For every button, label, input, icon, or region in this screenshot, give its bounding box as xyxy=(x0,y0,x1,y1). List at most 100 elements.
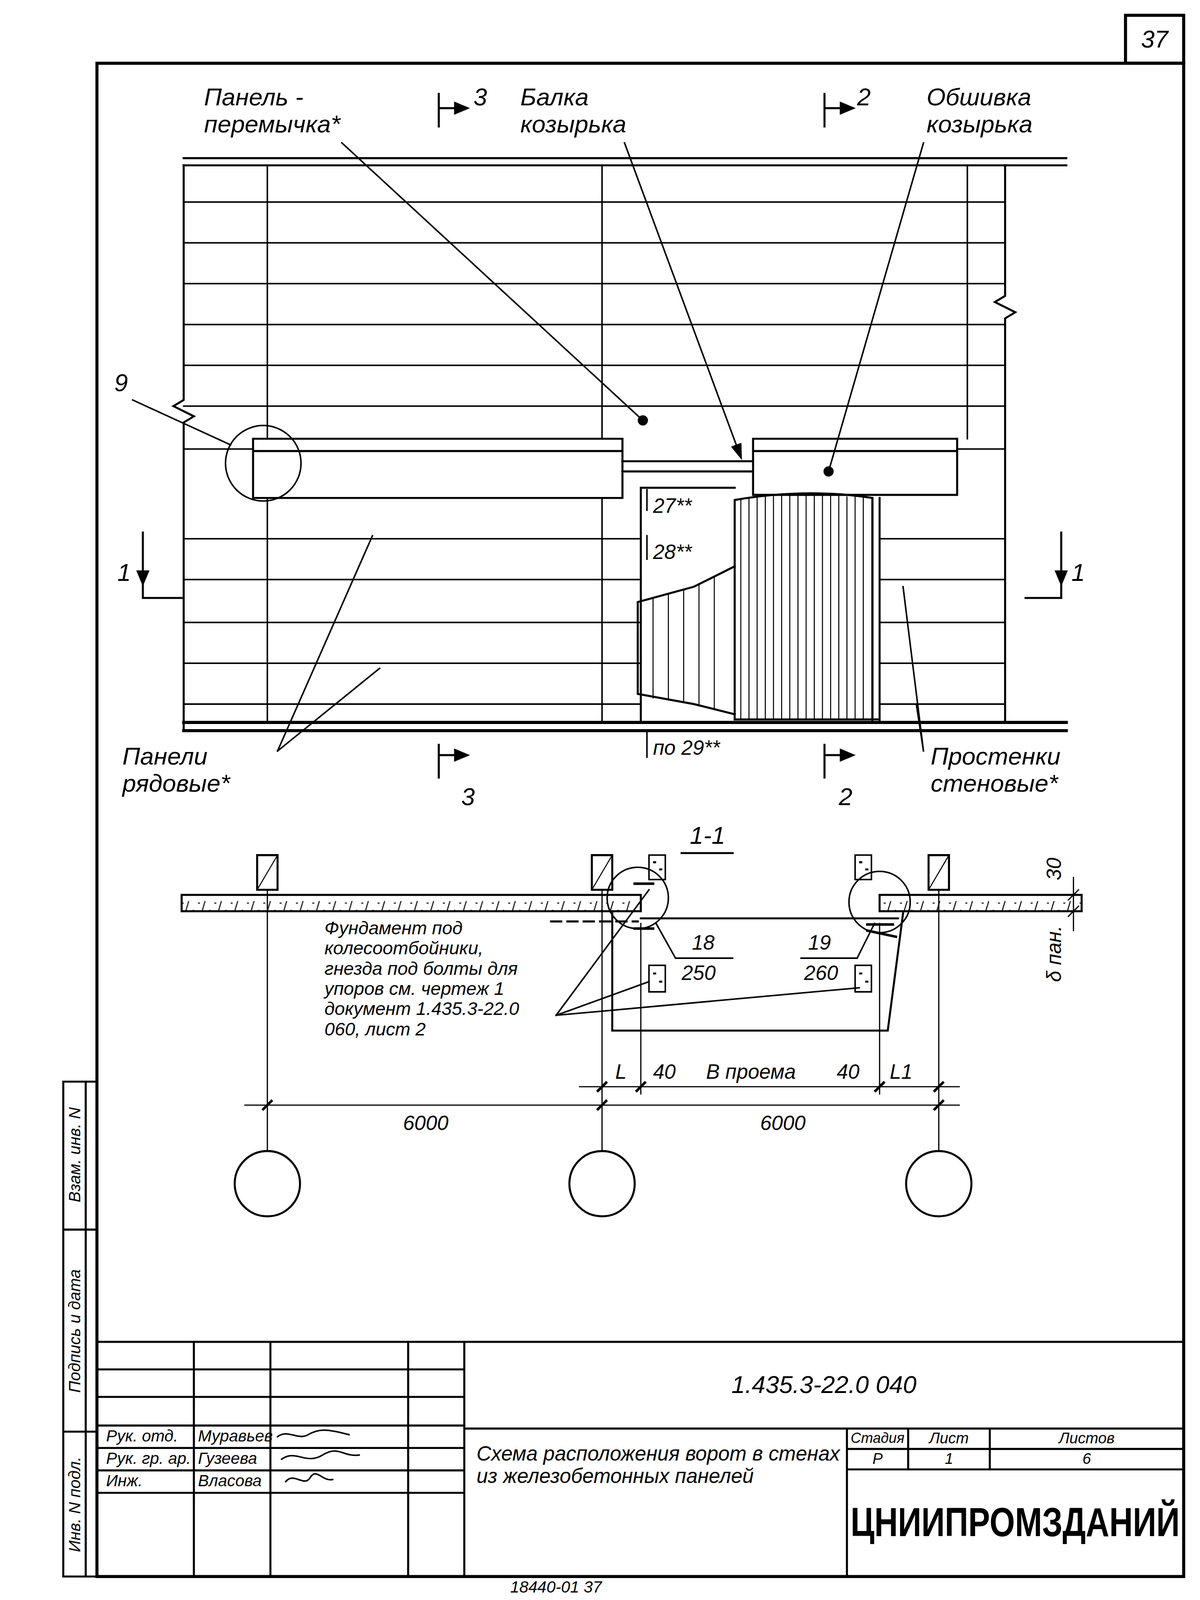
section-arrow xyxy=(840,103,854,114)
callout-number: 9 xyxy=(114,369,128,397)
dimension: 40 xyxy=(652,1061,676,1084)
dimension-lines xyxy=(244,890,960,1152)
text-row: ЦНИИПРОМЗДАНИЙ xyxy=(846,1469,1184,1577)
signature-name: Гузеева xyxy=(197,1449,257,1469)
callout-number: 250 xyxy=(681,962,716,985)
dimension: 6000 xyxy=(402,1112,449,1135)
wall-section xyxy=(181,895,641,912)
detail-circle xyxy=(225,425,302,502)
text-row: Схема расположения ворот в стенах из жел… xyxy=(464,1428,847,1577)
leader-arrowhead xyxy=(732,444,742,458)
cell-text: 1 xyxy=(944,1450,954,1468)
section-title: 1-1 xyxy=(689,822,726,850)
page-number-frame xyxy=(1125,15,1184,64)
part-label: Простенки стеновые* xyxy=(930,742,1125,798)
part-label: Балка козырька xyxy=(520,83,653,138)
stamp-label: Подпись и дата xyxy=(65,1269,84,1394)
section-marks xyxy=(142,93,1062,778)
callout-number: по 29** xyxy=(652,736,720,760)
text-row: 1 xyxy=(908,1449,990,1470)
detail-circle xyxy=(607,867,669,929)
gate-cone xyxy=(637,566,735,715)
cell-text: Листов xyxy=(1058,1430,1115,1448)
dimension: L xyxy=(615,1061,627,1084)
section-arrow xyxy=(1056,571,1067,584)
title-block-lines xyxy=(97,1342,1184,1577)
stamp-label: Взам. инв. N xyxy=(65,1107,84,1203)
dimension: L1 xyxy=(889,1061,913,1084)
section-arrow xyxy=(137,571,148,584)
canopy-right xyxy=(753,438,958,495)
thickness-dimension xyxy=(1067,877,1083,931)
column-hatch xyxy=(256,855,949,890)
drawing-title-cell: Схема расположения ворот в стенах из жел… xyxy=(464,1428,847,1577)
stamp-role: Инж. xyxy=(106,1472,143,1491)
callout-number: 27** xyxy=(652,494,692,518)
canopy-left xyxy=(253,438,623,499)
stop-brackets xyxy=(634,883,896,937)
part-label: Обшивка козырька xyxy=(926,83,1090,138)
document-code-cell: 1.435.3-22.0 040 xyxy=(464,1341,1184,1429)
panel-joints xyxy=(183,201,1006,705)
cell-text: Лист xyxy=(929,1430,969,1448)
part-label: Панели рядовые* xyxy=(122,742,266,798)
axis-bubble xyxy=(234,1151,300,1217)
stamp-role: Рук. отд. xyxy=(106,1427,179,1446)
dimension: 30 xyxy=(1042,858,1066,881)
gate-curtain-hatch xyxy=(740,495,864,721)
axis-bubble xyxy=(906,1151,972,1217)
gate-curtain xyxy=(734,493,873,720)
wall-break-edges xyxy=(173,165,1016,732)
column-lines xyxy=(267,165,968,723)
text-row: 37 xyxy=(1125,15,1184,64)
wall-bottom-edge xyxy=(183,722,1067,732)
dimension: δ пан. xyxy=(1042,925,1066,983)
section-mark-number: 1 xyxy=(1071,559,1085,587)
callout-number: 28** xyxy=(652,541,692,564)
wheel-guard-symbols xyxy=(649,855,872,992)
sheet-frame xyxy=(97,63,1184,1578)
text-row: 6 xyxy=(989,1449,1184,1470)
cell-text: ЦНИИПРОМЗДАНИЙ xyxy=(850,1500,1180,1546)
threshold-line xyxy=(640,917,898,920)
section-mark-number: 2 xyxy=(838,783,853,811)
cell-text: Стадия xyxy=(850,1430,905,1447)
section-mark-number: 1 xyxy=(117,559,132,587)
text-row: Лист xyxy=(908,1428,990,1450)
stage-cell: СтадияР xyxy=(846,1428,909,1470)
leader-lines xyxy=(132,142,924,752)
dimension: B проема xyxy=(706,1061,796,1084)
drawing-group xyxy=(63,15,1184,1578)
note: Фундамент под колесоотбойники, гнезда по… xyxy=(324,918,544,1040)
cell-text: 37 xyxy=(1140,25,1168,53)
wall-top-edge xyxy=(183,158,1067,166)
callout-ticks xyxy=(646,490,648,758)
signature-scribbles xyxy=(277,1430,360,1483)
foundation-outline xyxy=(612,913,904,1032)
sheets-cell: Листов 6 xyxy=(989,1428,1184,1470)
cell-text: 1.435.3-22.0 040 xyxy=(731,1371,917,1399)
signature-name: Власова xyxy=(197,1472,262,1491)
cell-text: Р xyxy=(872,1450,883,1468)
canopy-beam xyxy=(622,461,754,472)
gate-opening xyxy=(640,487,880,723)
gate-cone-hatch xyxy=(652,576,715,709)
dimension-ticks xyxy=(263,1082,943,1110)
stamp-label: Инв. N подл. xyxy=(65,1457,84,1554)
fraction-leaders xyxy=(656,923,875,959)
callout-number: 18 xyxy=(691,931,715,955)
dimension: 40 xyxy=(836,1061,860,1084)
page-number-box: 37 xyxy=(1125,15,1184,64)
section-arrow xyxy=(455,750,468,761)
cell-text: 6 xyxy=(1082,1450,1091,1468)
callout-number: 260 xyxy=(804,962,839,985)
text-row: Р xyxy=(846,1449,909,1470)
text-row: Стадия xyxy=(846,1428,909,1450)
signature-name: Муравьев xyxy=(197,1427,273,1446)
section-mark-number: 2 xyxy=(857,83,871,111)
part-label: Панель - перемычка* xyxy=(204,83,373,138)
axis-bubble xyxy=(569,1151,635,1217)
callout-number: 19 xyxy=(808,931,832,955)
